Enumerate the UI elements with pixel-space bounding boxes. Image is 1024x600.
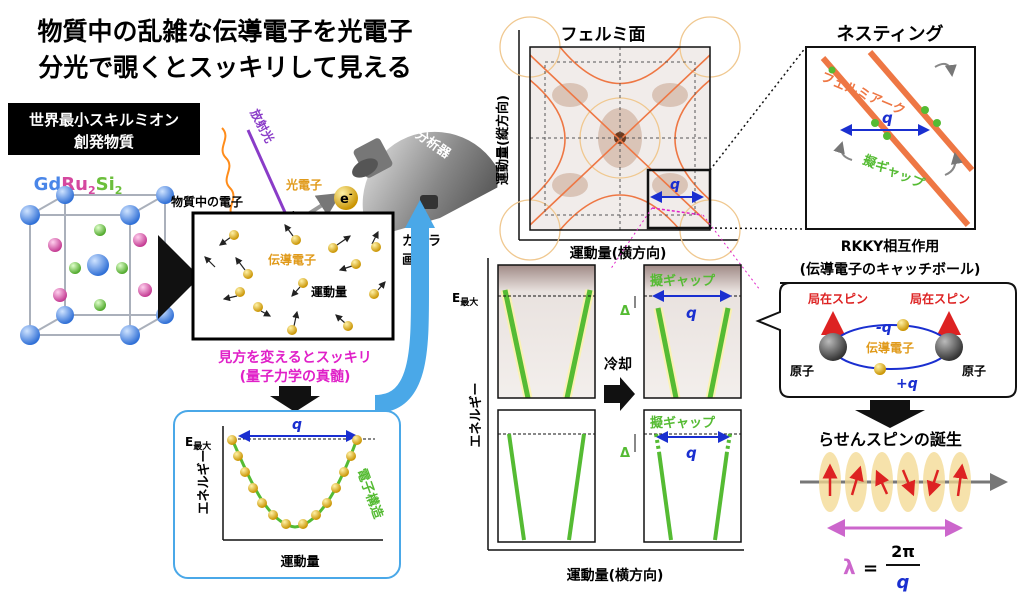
atom-left <box>819 333 847 361</box>
crystal-structure <box>20 186 174 345</box>
fermi-map: q <box>499 16 741 261</box>
radiation-wave <box>221 127 235 219</box>
lambda-symbol: λ <box>843 555 856 579</box>
down-arrow-icon <box>270 386 320 412</box>
helix-spin <box>800 452 1008 537</box>
si-atom <box>116 262 128 274</box>
band-emax-label: E最大 <box>185 435 211 452</box>
arpes-image-cold: 擬ギャップ q <box>643 264 742 399</box>
gd-atom <box>56 306 74 324</box>
formula-q: q <box>897 572 910 593</box>
rkky-subtitle: (伝導電子のキャッチボール) <box>800 261 981 278</box>
zoom-guide-bottom <box>709 227 807 230</box>
fermi-x-axis: 運動量(横方向) <box>570 245 667 262</box>
photoelectron-label: 光電子 <box>285 177 322 192</box>
helix-title: らせんスピンの誕生 <box>818 430 962 449</box>
cooling-label: 冷却 <box>604 356 632 373</box>
nesting-title: ネスティング <box>837 23 944 45</box>
gd-atom <box>156 186 174 204</box>
zoom-box <box>646 168 712 230</box>
fermi-title: フェルミ面 <box>561 25 646 45</box>
arpes-image-hot <box>497 264 596 399</box>
band-panel: E最大 q エネルギー 運動量 電子構造 <box>173 410 401 579</box>
electron-analyzer: 電子分析器 <box>352 112 499 238</box>
material-box-electrons: 伝導電子 運動量 <box>191 211 395 341</box>
rkky-title: RKKY相互作用 <box>841 238 940 255</box>
electron-symbol: e- <box>340 190 353 207</box>
gd-atom <box>56 186 74 204</box>
arpes-x-axis: 運動量(横方向) <box>567 567 664 584</box>
arpes-emax-label: E最大 <box>452 291 478 308</box>
nesting-panel: q フェルミアーク 擬ギャップ <box>805 46 976 230</box>
fermi-q-label: q <box>670 177 680 193</box>
gd-atom <box>87 254 109 276</box>
q-label-top: q <box>686 304 697 322</box>
band-y-axis: エネルギー <box>196 449 212 514</box>
gd-atom <box>20 325 40 345</box>
si-atom <box>94 224 106 236</box>
si-atom <box>69 262 81 274</box>
gap-label-bottom: 擬ギャップ <box>650 415 716 431</box>
magenta-guide-right <box>702 214 761 291</box>
perspective-label: 見方を変えるとスッキリ <box>217 349 372 366</box>
flow-arrow <box>374 224 429 413</box>
atom-right-label: 原子 <box>962 364 986 378</box>
chevron-right-icon <box>158 235 200 319</box>
perspective-sub-label: (量子力学の真髄) <box>240 368 351 385</box>
conduction-electron-label: 伝導電子 <box>268 252 316 267</box>
down-arrow-icon-right <box>855 400 925 428</box>
ru-atom <box>133 233 147 247</box>
gap-label-top: 擬ギャップ <box>650 273 716 289</box>
electrons-in-material-label: 物質中の電子 <box>171 194 243 209</box>
flow-arrow-head <box>405 200 435 228</box>
local-spin-left: 局在スピン <box>808 291 868 306</box>
local-spin-right: 局在スピン <box>910 291 970 306</box>
atom-right <box>935 333 963 361</box>
equals-sign: = <box>863 558 878 579</box>
gd-atom <box>120 205 140 225</box>
gd-atom <box>120 325 140 345</box>
rkky-bubble: 局在スピン 局在スピン -q 伝導電子 +q 原子 原子 <box>755 282 1017 398</box>
delta-label-bottom: Δ <box>620 446 630 461</box>
band-x-axis: 運動量 <box>280 554 319 570</box>
atom-left-label: 原子 <box>790 364 814 378</box>
schematic-cold: 擬ギャップ q <box>643 409 742 543</box>
momentum-label: 運動量 <box>311 284 347 299</box>
title-line2: 分光で覗くとスッキリして見える <box>38 53 412 82</box>
minus-q-label: -q <box>876 320 892 336</box>
wavelength-formula: λ = 2π q <box>843 542 920 593</box>
delta-label-top: Δ <box>620 304 630 319</box>
title-line1: 物質中の乱雑な伝導電子を光電子 <box>37 17 412 46</box>
arpes-y-axis: エネルギー <box>468 382 484 447</box>
band-q-label: q <box>292 417 302 433</box>
zoom-guide-top <box>709 46 807 171</box>
fermi-y-axis: 運動量(縦方向) <box>495 95 511 185</box>
gd-atom <box>20 205 40 225</box>
q-label-bottom: q <box>686 444 697 462</box>
rkky-conduction-label: 伝導電子 <box>866 340 914 355</box>
photoelectron-ball <box>334 186 358 210</box>
schematic-hot <box>497 409 596 543</box>
ru-atom <box>53 288 67 302</box>
material-line1: 世界最小スキルミオン <box>29 111 179 129</box>
plus-q-label: +q <box>896 376 918 392</box>
nesting-q-label: q <box>882 109 893 127</box>
two-pi: 2π <box>891 542 915 561</box>
material-box: 世界最小スキルミオン 創発物質 <box>8 103 200 155</box>
chemical-formula: GdRu2Si2 <box>34 174 123 197</box>
arrow-right-icon <box>604 377 635 411</box>
si-atom <box>94 299 106 311</box>
material-line2: 創発物質 <box>73 133 134 151</box>
ru-atom <box>138 283 152 297</box>
ru-atom <box>48 238 62 252</box>
